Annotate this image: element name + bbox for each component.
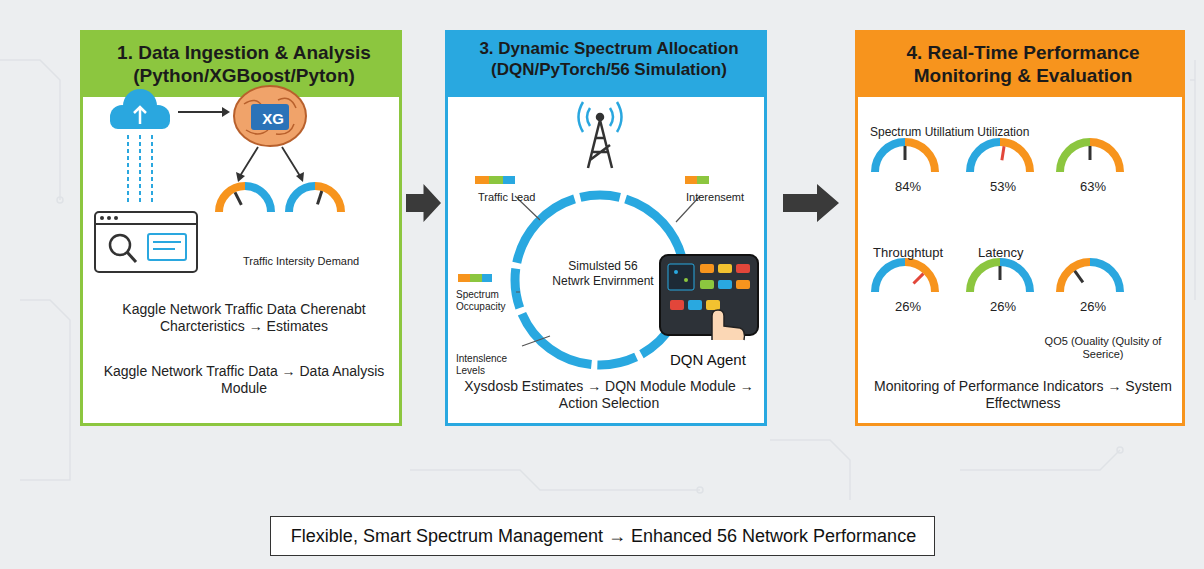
flow-arrow: [783, 184, 839, 222]
panel-title: 3. Dynamic Spectrum Allocation (DQN/PyTo…: [454, 39, 764, 80]
gauge-arc: [875, 262, 905, 292]
gauge-arc: [1060, 142, 1090, 172]
node-text: Interensemt: [686, 191, 744, 204]
node-text: Monitoring of Performance Indicators → S…: [868, 378, 1178, 412]
flow-arrowhead: [222, 107, 230, 117]
gauge-needle: [999, 266, 1002, 280]
flow-arrow: [406, 184, 441, 222]
browser-window: [95, 212, 197, 272]
gauge-group: [219, 142, 1120, 292]
node-text: 84%: [883, 179, 933, 195]
gauge-arc: [315, 186, 341, 212]
node-text: Throughtupt: [873, 245, 943, 261]
gauge-arc: [875, 142, 905, 172]
gauge-needle: [1075, 271, 1083, 282]
gauge-arc: [1060, 262, 1090, 292]
gauge-needle: [1089, 146, 1092, 160]
flow-arrow: [178, 111, 222, 113]
gauge-arc: [1000, 142, 1030, 172]
node-text: Xysdosb Estimates → DQN Module Module → …: [458, 378, 760, 412]
node-text: 26%: [978, 299, 1028, 315]
gauge-arc: [905, 262, 935, 292]
node-text: Intenslence Levels: [456, 353, 524, 377]
process-panel: 3. Dynamic Spectrum Allocation (DQN/PyTo…: [445, 30, 767, 426]
node-text: 63%: [1068, 179, 1118, 195]
cell-tower: [579, 102, 622, 168]
node-text: Kaggle Network Traffic Data → Data Analy…: [95, 363, 393, 397]
node-text: Spectrum Utillatium Utilization: [870, 125, 1029, 140]
node-text: Kaggle Network Traffic Data Cherenabt Ch…: [95, 301, 393, 335]
gauge-needle: [317, 191, 321, 204]
control-panel: [660, 255, 758, 340]
flow-arrow: [240, 147, 300, 176]
process-panel: 1. Data Ingestion & Analysis (Python/XGB…: [80, 30, 402, 426]
gauge-needle: [913, 274, 923, 284]
gauge-arc: [1000, 262, 1030, 292]
node-text: 53%: [978, 179, 1028, 195]
leader-line: [515, 196, 700, 346]
cloud-icon: [110, 89, 170, 129]
node-text: Spectrum Occupacity: [456, 289, 520, 313]
data-flow-lines: [128, 135, 152, 205]
gauge-arc: [1090, 142, 1120, 172]
node-text: QO5 (Ouality (Qulsity of Seerice): [1028, 335, 1178, 362]
panel-title: 4. Real-Time Performance Monitoring & Ev…: [864, 41, 1182, 87]
node-text: Flexible, Smart Spectrum Management → En…: [271, 526, 936, 548]
gauge-needle: [1002, 146, 1004, 160]
summary-box: Flexible, Smart Spectrum Management → En…: [270, 516, 935, 556]
gauge-arc: [905, 142, 935, 172]
gauge-needle: [235, 192, 241, 204]
node-text: XG: [254, 110, 292, 128]
node-text: 26%: [883, 299, 933, 315]
gauge-arc: [970, 142, 1000, 172]
gauge-needle: [904, 146, 907, 160]
node-text: DQN Agent: [670, 351, 746, 369]
node-text: Simulsted 56 Netwrk Envirnment: [548, 259, 658, 288]
node-text: 26%: [1068, 299, 1118, 315]
gauge-arc: [970, 262, 1000, 292]
gauge-arc: [219, 186, 245, 212]
gauge-arc: [289, 186, 315, 212]
node-text: Traffic Intersity Demand: [243, 255, 359, 268]
node-text: Latency: [978, 245, 1024, 261]
flow-arrowhead: [236, 172, 304, 182]
brain-icon: [234, 86, 306, 146]
status-bar: [458, 176, 709, 282]
network-ring: [515, 195, 685, 365]
process-panel: 4. Real-Time Performance Monitoring & Ev…: [855, 30, 1185, 426]
gauge-arc: [245, 186, 271, 212]
gauge-arc: [1090, 262, 1120, 292]
node-text: Traffic Lead: [478, 191, 535, 204]
panel-title: 1. Data Ingestion & Analysis (Python/XGB…: [89, 41, 399, 87]
